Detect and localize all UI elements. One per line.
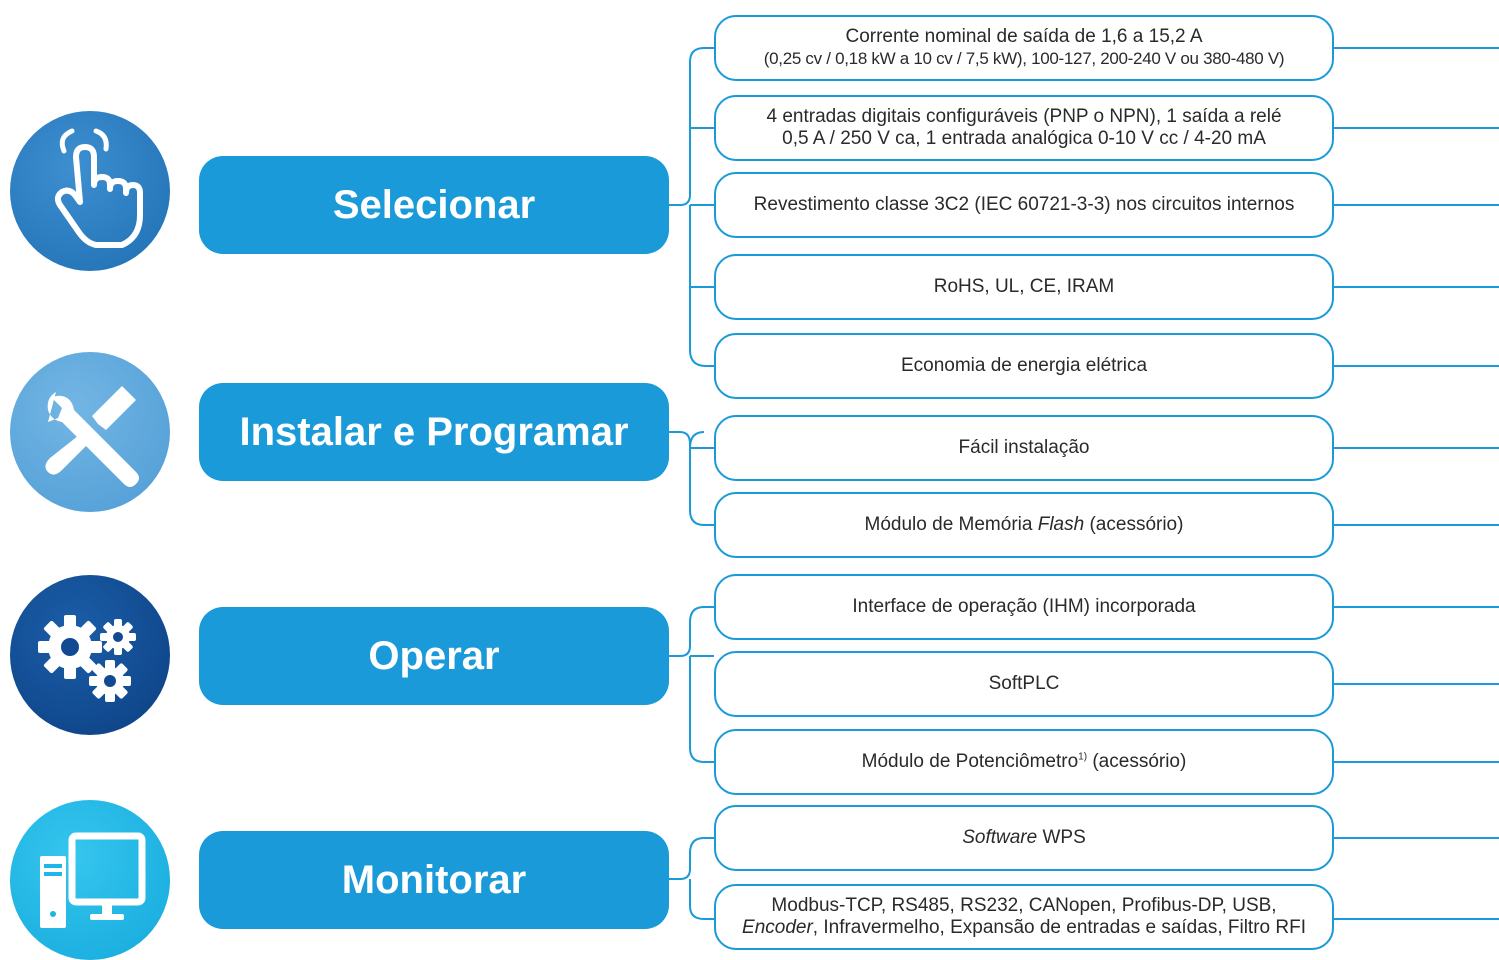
feature-text-italic: Flash: [1037, 514, 1085, 535]
feature-text: , Infravermelho, Expansão de entradas e …: [812, 917, 1306, 938]
feature-line: Encoder, Infravermelho, Expansão de entr…: [742, 917, 1306, 939]
feature-text-italic: Software: [962, 827, 1038, 848]
category-operar: Operar: [199, 607, 669, 705]
category-monitorar: Monitorar: [199, 831, 669, 929]
feature-line: Módulo de Potenciômetro1) (acessório): [862, 751, 1187, 773]
feature-line: Modbus-TCP, RS485, RS232, CANopen, Profi…: [771, 895, 1277, 916]
feature-line: RoHS, UL, CE, IRAM: [933, 276, 1115, 297]
feature-text: Módulo de Potenciômetro: [861, 751, 1079, 772]
feature-line: Módulo de Memória Flash (acessório): [865, 514, 1184, 536]
feature-line: Interface de operação (IHM) incorporada: [852, 596, 1196, 617]
feature-line: 4 entradas digitais configuráveis (PNP o…: [766, 106, 1282, 127]
computer-icon: [10, 800, 170, 960]
feature-software-wps: Software WPS: [714, 805, 1334, 871]
feature-text-italic: Encoder: [742, 917, 813, 938]
feature-easy-install: Fácil instalação: [714, 415, 1334, 481]
feature-line: SoftPLC: [988, 673, 1060, 694]
feature-line: Revestimento classe 3C2 (IEC 60721-3-3) …: [753, 194, 1295, 215]
category-selecionar: Selecionar: [199, 156, 669, 254]
hand-pointer-icon: [10, 111, 170, 271]
feature-io: 4 entradas digitais configuráveis (PNP o…: [714, 95, 1334, 161]
feature-certifications: RoHS, UL, CE, IRAM: [714, 254, 1334, 320]
footnote-marker: 1): [1078, 751, 1088, 763]
feature-line: (0,25 cv / 0,18 kW a 10 cv / 7,5 kW), 10…: [763, 49, 1285, 68]
feature-communication: Modbus-TCP, RS485, RS232, CANopen, Profi…: [714, 884, 1334, 950]
feature-flash-module: Módulo de Memória Flash (acessório): [714, 492, 1334, 558]
feature-coating: Revestimento classe 3C2 (IEC 60721-3-3) …: [714, 172, 1334, 238]
feature-text: Módulo de Memória: [864, 514, 1038, 535]
feature-text: (acessório): [1084, 514, 1184, 535]
feature-line: Fácil instalação: [958, 437, 1090, 458]
feature-energy-saving: Economia de energia elétrica: [714, 333, 1334, 399]
feature-text: (acessório): [1087, 751, 1187, 772]
feature-line: Economia de energia elétrica: [900, 355, 1148, 376]
feature-line: Software WPS: [962, 827, 1086, 849]
feature-text: WPS: [1037, 827, 1086, 848]
feature-line: Corrente nominal de saída de 1,6 a 15,2 …: [845, 26, 1203, 47]
wrench-screwdriver-icon: [10, 352, 170, 512]
feature-hmi: Interface de operação (IHM) incorporada: [714, 574, 1334, 640]
gears-icon: [10, 575, 170, 735]
feature-potentiometer-module: Módulo de Potenciômetro1) (acessório): [714, 729, 1334, 795]
feature-line: 0,5 A / 250 V ca, 1 entrada analógica 0-…: [782, 128, 1266, 149]
category-instalar-e-programar: Instalar e Programar: [199, 383, 669, 481]
feature-output-current: Corrente nominal de saída de 1,6 a 15,2 …: [714, 15, 1334, 81]
feature-softplc: SoftPLC: [714, 651, 1334, 717]
